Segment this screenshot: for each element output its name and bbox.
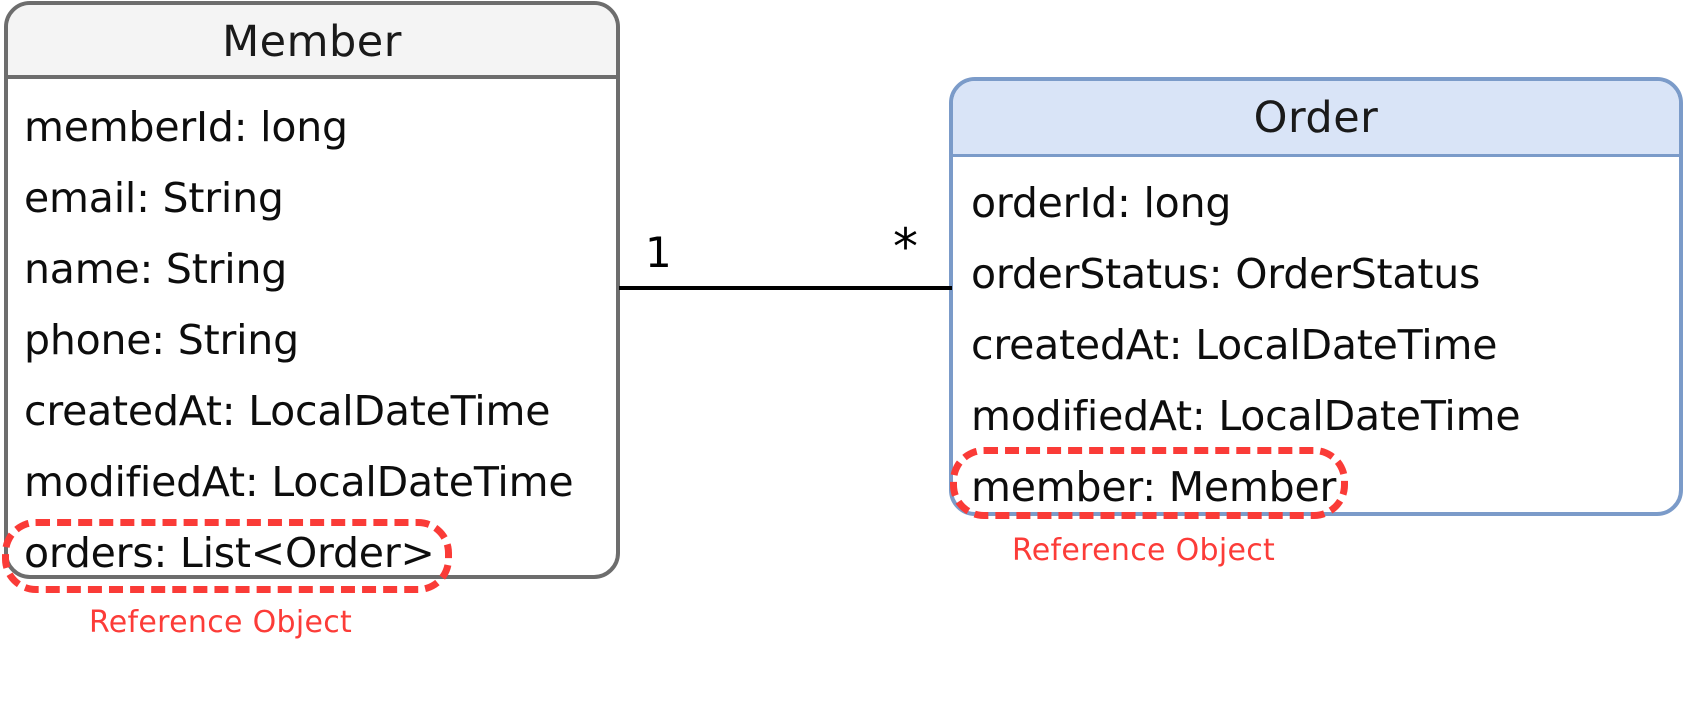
class-attributes-member: memberId: long email: String name: Strin… [8,79,616,577]
class-box-member[interactable]: Member memberId: long email: String name… [4,1,620,579]
attribute-row: name: String [24,245,288,293]
class-box-order[interactable]: Order orderId: long orderStatus: OrderSt… [949,77,1683,516]
attribute-row: modifiedAt: LocalDateTime [24,458,574,506]
class-name-order: Order [953,81,1679,157]
multiplicity-target: * [893,218,918,276]
attribute-row: memberId: long [24,103,348,151]
attribute-row-reference-member: member: Member [971,463,1337,511]
attribute-row: createdAt: LocalDateTime [971,321,1498,369]
class-name-member: Member [8,5,616,79]
annotation-label-orders: Reference Object [89,605,353,640]
class-attributes-order: orderId: long orderStatus: OrderStatus c… [953,157,1679,512]
attribute-row: modifiedAt: LocalDateTime [971,392,1521,440]
association-line [619,286,952,290]
multiplicity-source: 1 [645,228,672,277]
attribute-row: createdAt: LocalDateTime [24,387,551,435]
attribute-row: orderStatus: OrderStatus [971,250,1481,298]
annotation-label-member: Reference Object [1012,533,1276,568]
attribute-row: orderId: long [971,179,1232,227]
attribute-row-reference-orders: orders: List<Order> [24,529,435,577]
attribute-row: phone: String [24,316,299,364]
attribute-row: email: String [24,174,284,222]
